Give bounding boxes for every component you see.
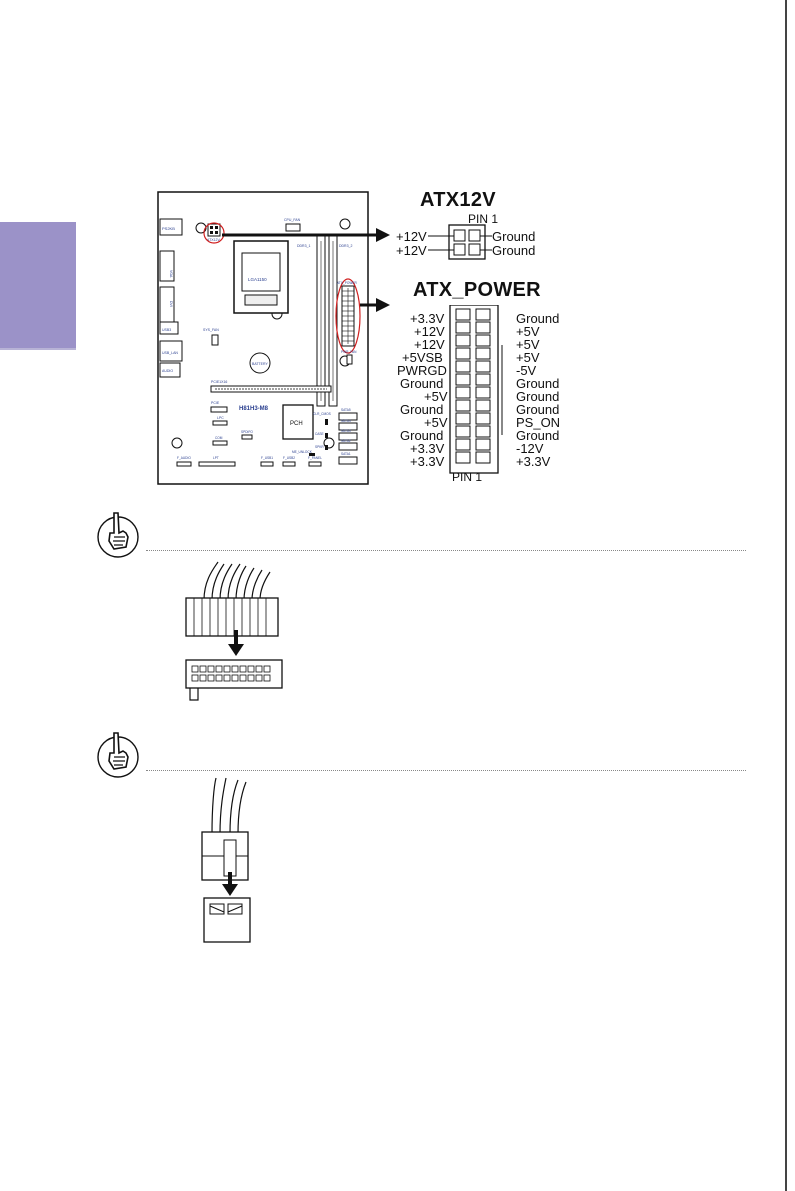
atx-power-left-1: +3.3V	[410, 311, 445, 326]
atx-power-title: ATX_POWER	[413, 279, 541, 301]
atx-power-right-7: Ground	[516, 389, 560, 404]
page-edge-rule	[785, 0, 787, 1191]
atx-power-left-3: +12V	[414, 337, 445, 352]
atx-power-left-2: +12V	[414, 324, 445, 339]
board-label-atx12v: ATX12V	[207, 238, 220, 242]
note-separator-2	[146, 770, 746, 772]
atx-power-left-7: +5V	[424, 389, 448, 404]
atx-power-left-6: Ground	[400, 376, 444, 391]
board-label-pwr-fan: PWR_FAN	[341, 350, 357, 354]
board-label-audio: AUDIO	[162, 369, 173, 373]
pointing-hand-icon-2	[97, 732, 139, 778]
atx-power-right-10: Ground	[516, 428, 560, 443]
board-label-ps2kb: PS2KB	[162, 226, 175, 231]
board-label-usb-lan: USB_LAN	[162, 351, 178, 355]
atx-power-left-4: +5VSB	[402, 350, 443, 365]
board-label-pcie16: PCIE1X16	[211, 380, 227, 384]
side-tab-rule	[0, 348, 76, 350]
side-tab	[0, 222, 76, 350]
atx-power-right-4: +5V	[516, 350, 540, 365]
board-label-ddr3-2: DDR3_2	[339, 244, 352, 248]
board-label-pcie1: PCIE	[211, 401, 220, 405]
board-label-sata1: SATA1	[341, 452, 351, 456]
atx-power-left-10: Ground	[400, 428, 444, 443]
atx12v-left-1: +12V	[396, 229, 427, 244]
atx-power-left-8: Ground	[400, 402, 444, 417]
atx12v-title: ATX12V	[420, 189, 496, 211]
atx-power-right-12: +3.3V	[516, 454, 551, 469]
atx-power-left-12: +3.3V	[410, 454, 445, 469]
atx-power-right-1: Ground	[516, 311, 560, 326]
board-label-case: CASE	[315, 432, 324, 436]
board-label-f-usb2: F_USB2	[283, 456, 295, 460]
atx-power-right-9: PS_ON	[516, 415, 561, 430]
atx-power-right-2: +5V	[516, 324, 540, 339]
board-label-ddr3-1: DDR3_1	[297, 244, 310, 248]
atx-power-right-3: +5V	[516, 337, 540, 352]
atx12v-plug-illustration	[201, 777, 251, 943]
board-label-vga: VGA	[169, 270, 173, 278]
atx12v-right-1: Ground	[492, 229, 536, 244]
board-label-battery: BATTERY	[252, 362, 268, 366]
board-label-com: COM	[215, 436, 223, 440]
atx-power-right-5: -5V	[516, 363, 537, 378]
board-label-sata3: SATA3	[341, 429, 351, 433]
atx-power-left-5: PWRGD	[397, 363, 447, 378]
atx12v-connector	[428, 224, 492, 260]
board-label-atx-power: ATX_POWER	[337, 281, 357, 285]
atx12v-left-2: +12V	[396, 243, 427, 258]
board-label-lpt: LPT	[213, 456, 219, 460]
board-label-spdif: SPDIFO	[241, 430, 253, 434]
board-label-pch: PCH	[290, 421, 303, 427]
board-label-f-usb1: F_USB1	[261, 456, 273, 460]
board-label-dvi: DVI	[169, 301, 173, 307]
board-label-lpc: LPC	[217, 416, 224, 420]
atx-power-left-11: +3.3V	[410, 441, 445, 456]
atx12v-right-2: Ground	[492, 243, 536, 258]
board-label-cpu-fan: CPU_FAN	[284, 218, 301, 222]
board-label-model: H81H3-M8	[239, 406, 269, 412]
atx-power-right-11: -12V	[516, 441, 544, 456]
board-label-sata4: SATA4	[341, 419, 351, 423]
atx-power-right-6: Ground	[516, 376, 560, 391]
board-label-sata2: SATA2	[341, 439, 351, 443]
atx-power-plug-illustration	[185, 561, 283, 701]
board-label-lga: LGA1150	[248, 277, 267, 282]
board-label-sata5: SATA5	[341, 408, 351, 412]
atx-power-right-8: Ground	[516, 402, 560, 417]
pointing-hand-icon	[97, 512, 139, 558]
board-label-me-unlock: ME_UNLOCK	[292, 450, 313, 454]
atx12v-pin1-label: PIN 1	[468, 212, 499, 226]
board-label-spk: SPKR	[315, 445, 324, 449]
atx-power-connector	[449, 305, 503, 474]
board-label-f-panel: F_PANEL	[308, 456, 322, 460]
atx-power-left-9: +5V	[424, 415, 448, 430]
board-label-f-audio: F_AUDIO	[177, 456, 191, 460]
motherboard-diagram: PS2KB ATX12V CPU_FAN DDR3_1 DDR3_2 VGA D…	[157, 191, 369, 485]
board-label-clr-cmos: CLR_CMOS	[313, 412, 331, 416]
atx-power-pin1-label: PIN 1	[452, 470, 483, 484]
note-separator-1	[146, 550, 746, 552]
board-label-sys-fan: SYS_FAN	[203, 328, 219, 332]
board-label-usb3: USB3	[162, 328, 171, 332]
